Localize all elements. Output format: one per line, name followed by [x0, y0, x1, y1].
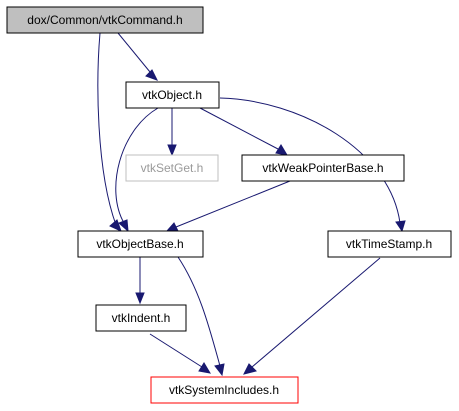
node-box	[241, 154, 405, 182]
arrowhead-vtktimestamp	[395, 220, 406, 233]
arrowhead-vtkweakpointerbase	[275, 144, 288, 156]
edge-vtkobject-to-vtktimestamp	[219, 97, 401, 224]
arrowhead-vtkobject-from-root	[145, 69, 159, 81]
node-vtkindent[interactable]: vtkIndent.h	[95, 304, 187, 332]
arrowhead-vtkindent	[135, 292, 145, 305]
node-label: vtkObjectBase.h	[96, 237, 183, 251]
edge-vtkobjectbase-to-vtksystemincludes	[177, 256, 221, 367]
node-box	[150, 376, 299, 404]
node-label: vtkIndent.h	[112, 311, 171, 325]
node-label: vtkObject.h	[142, 88, 202, 102]
node-label: vtkTimeStamp.h	[346, 237, 432, 251]
node-vtkcommand[interactable]: dox/Common/vtkCommand.h	[6, 6, 204, 34]
edge-vtkweakpointerbase-to-vtkobjectbase	[175, 180, 291, 228]
edge-vtkobject-to-vtkobjectbase	[115, 107, 159, 224]
node-vtktimestamp[interactable]: vtkTimeStamp.h	[327, 230, 452, 258]
node-box	[6, 6, 204, 34]
arrowhead-vtkobjectbase-from-vtkobject	[118, 219, 129, 233]
arrowhead-vtksetget	[167, 144, 177, 157]
edge-vtktimestamp-to-vtksystemincludes	[251, 257, 381, 368]
edge-root-to-vtkobjectbase	[97, 32, 117, 226]
node-vtkobject[interactable]: vtkObject.h	[125, 81, 220, 109]
node-vtkobjectbase[interactable]: vtkObjectBase.h	[77, 230, 204, 258]
edges	[97, 32, 406, 377]
node-label: vtkSetGet.h	[141, 161, 204, 175]
arrowhead-vtksystemincludes-from-vtkindent	[198, 362, 211, 374]
arrowhead-vtkobjectbase-from-root	[109, 219, 122, 232]
node-label: dox/Common/vtkCommand.h	[27, 13, 182, 27]
node-box	[125, 154, 219, 182]
arrowhead-vtksystemincludes-from-vtktimestamp	[243, 363, 257, 375]
node-box	[125, 81, 220, 109]
node-vtksystemincludes[interactable]: vtkSystemIncludes.h	[150, 376, 299, 404]
node-label: vtkWeakPointerBase.h	[262, 161, 383, 175]
node-box	[95, 304, 187, 332]
node-vtkweakpointerbase[interactable]: vtkWeakPointerBase.h	[241, 154, 405, 182]
edge-vtkindent-to-vtksystemincludes	[149, 333, 203, 368]
arrowhead-vtksystemincludes-from-vtkobjectbase	[214, 363, 225, 377]
edge-root-to-vtkobject	[117, 32, 151, 73]
node-box	[77, 230, 204, 258]
edge-vtkobject-to-vtkweakpointerbase	[199, 107, 279, 150]
arrowhead-vtkobjectbase-from-vtkweakpointerbase	[165, 222, 179, 232]
node-vtksetget: vtkSetGet.h	[125, 154, 219, 182]
node-box	[327, 230, 452, 258]
node-label: vtkSystemIncludes.h	[169, 383, 279, 397]
